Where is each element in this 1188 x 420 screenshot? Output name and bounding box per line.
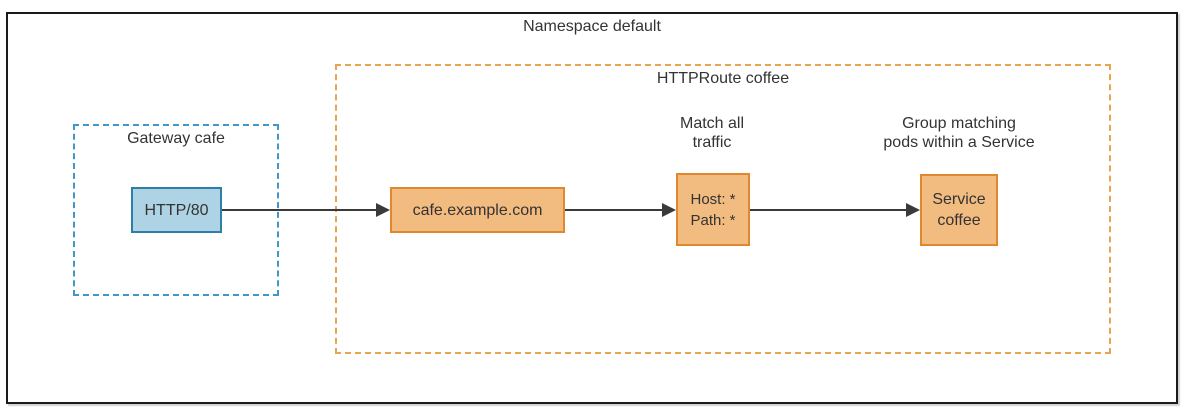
- arrowhead-icon: [376, 203, 390, 217]
- arrow-listener-to-hostname: [222, 203, 390, 217]
- match-annotation-line2: traffic: [692, 134, 732, 151]
- listener-node-label: HTTP/80: [144, 201, 209, 219]
- match-annotation: Match all traffic: [642, 114, 782, 152]
- service-annotation-line2: pods within a Service: [883, 134, 1035, 151]
- service-annotation-line1: Group matching: [902, 115, 1016, 132]
- arrow-shaft: [565, 209, 667, 211]
- service-node-label-line2: coffee: [937, 212, 981, 229]
- httproute-group-label: HTTPRoute coffee: [656, 70, 790, 87]
- match-host-label: Host: *: [690, 190, 736, 208]
- match-path-label: Path: *: [690, 211, 736, 229]
- hostname-node: cafe.example.com: [390, 187, 565, 233]
- service-annotation: Group matching pods within a Service: [848, 114, 1070, 152]
- hostname-node-label: cafe.example.com: [412, 201, 543, 219]
- arrow-match-to-service: [750, 203, 920, 217]
- namespace-label: Namespace default: [523, 18, 661, 35]
- match-rule-node: Host: * Path: *: [676, 173, 750, 246]
- service-node: Service coffee: [920, 174, 998, 246]
- arrowhead-icon: [906, 203, 920, 217]
- arrow-shaft: [222, 209, 381, 211]
- namespace-boundary: Namespace default: [6, 12, 1178, 404]
- arrowhead-icon: [662, 203, 676, 217]
- gateway-group-label: Gateway cafe: [127, 130, 225, 147]
- arrow-hostname-to-match: [565, 203, 676, 217]
- arrow-shaft: [750, 209, 911, 211]
- listener-node: HTTP/80: [131, 187, 222, 233]
- service-node-label-line1: Service: [932, 191, 986, 208]
- match-annotation-line1: Match all: [679, 115, 745, 132]
